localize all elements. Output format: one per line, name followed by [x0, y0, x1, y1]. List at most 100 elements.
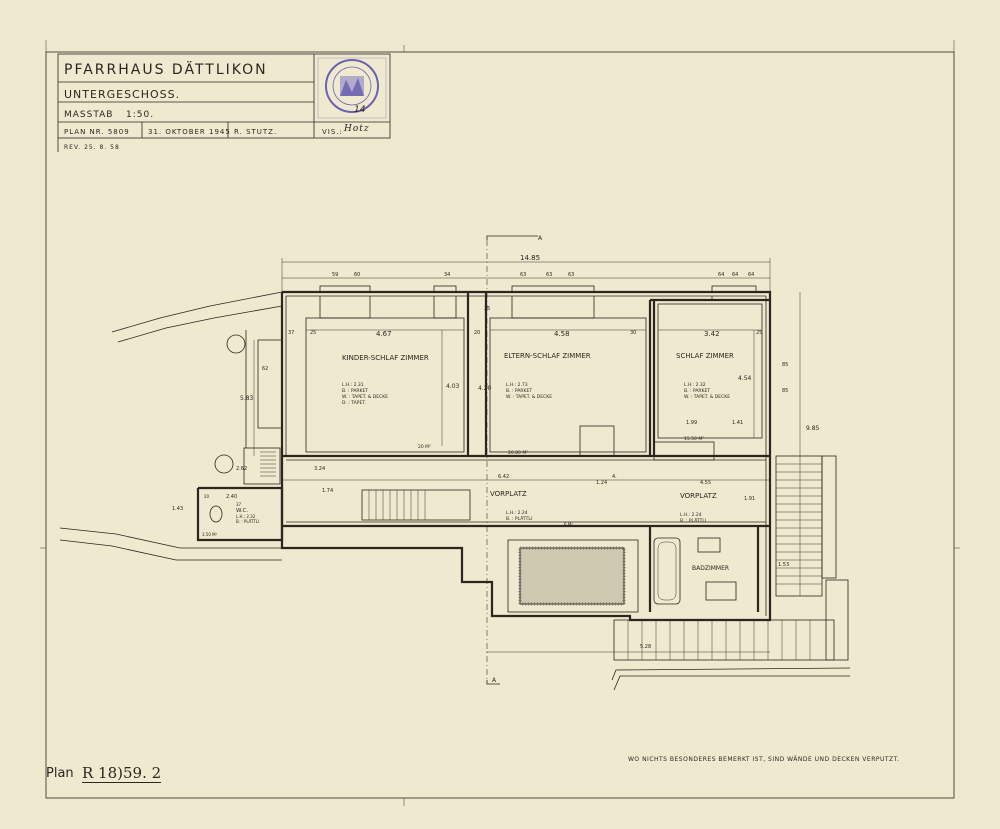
dim-top-mid-2: 63	[568, 272, 574, 278]
room-vorplatz-left-name: VORPLATZ	[490, 490, 527, 498]
archive-number: R 18)59. 2	[82, 764, 162, 783]
dim-top-right-1: 64	[732, 272, 738, 278]
dim-top-left-0: 59	[332, 272, 338, 278]
dim-corridor-6: 1.91	[744, 496, 755, 502]
dim-top-left-2: 34	[444, 272, 450, 278]
footnote: WO NICHTS BESONDERES BEMERKT IST, SIND W…	[628, 756, 900, 763]
room-wc-spec-0: L.H.: 2.32	[236, 514, 256, 519]
dim-top-left-1: 60	[354, 272, 360, 278]
dim-wc-4: 20	[204, 494, 210, 499]
room-vorplatz-left-spec-1: B. : PLÄTTLI	[506, 515, 532, 522]
dim-misc-2: 6 M²	[564, 522, 573, 527]
dim-wc-0: 2.62	[236, 466, 247, 472]
dim-misc-3: 62	[262, 366, 268, 372]
dim-corridor-3: 1.74	[322, 488, 333, 494]
visum-label: VIS.:	[322, 128, 343, 136]
room-kinder-name: KINDER-SCHLAF ZIMMER	[342, 354, 429, 362]
svg-text:A: A	[538, 235, 543, 242]
light-well	[507, 539, 639, 613]
room-vorplatz-right-spec-0: L.H.: 2.24	[680, 512, 702, 518]
plan-date: 31. OKTOBER 1945	[148, 128, 231, 136]
dimension-lines	[253, 258, 801, 653]
floor-name: UNTERGESCHOSS.	[64, 88, 181, 101]
wc-annex	[196, 339, 284, 542]
retaining-wall	[59, 291, 283, 561]
dim-top-right-2: 64	[748, 272, 754, 278]
dim-overall: 14.85	[520, 254, 540, 262]
partitions	[466, 292, 770, 612]
dim-right-vertical-2: 85	[782, 388, 788, 394]
dim-right-vertical-0: 9.85	[806, 425, 820, 432]
svg-text:A: A	[492, 677, 497, 684]
section-line-a: A A	[486, 235, 543, 685]
office-stamp: 14	[317, 57, 387, 119]
dim-corridor-7: 1.41	[732, 420, 743, 426]
dim-corridor-8: 1.99	[686, 420, 697, 426]
room-wc-name: W.C.	[236, 508, 248, 514]
room-eltern-spec-1: B. : PARKET	[506, 388, 532, 394]
room-kinder-spec-1: B. : PARKET	[342, 388, 368, 394]
exterior-steps	[611, 455, 851, 691]
dim-top-right-0: 64	[718, 272, 724, 278]
title-block-grid	[57, 53, 391, 152]
dim-right-vertical-1: 85	[782, 362, 788, 368]
room-kinder-depth: 4.03	[446, 383, 460, 390]
archive-prefix: Plan	[46, 766, 74, 781]
staircase	[361, 489, 471, 521]
room-schlaf-spec-0: L.H.: 2.32	[684, 382, 706, 388]
revision-note: REV. 25. 8. 58	[64, 144, 120, 151]
room-eltern-spec-0: L.H.: 2.73	[506, 382, 528, 388]
plan-author: R. STUTZ.	[234, 128, 278, 136]
bathroom-fixtures	[653, 537, 737, 605]
room-kinder-spec-3: D. : TAPET.	[342, 400, 366, 406]
room-vorplatz-right-spec-1: B. : PLÄTTLI	[680, 517, 706, 524]
room-schlaf-spec-2: W. : TAPET. & DECKE	[684, 394, 730, 400]
room-schlaf-depth: 4.54	[738, 375, 752, 382]
room-eltern-width: 4.58	[554, 330, 570, 338]
room-kinder-area: 20 M²	[418, 444, 431, 450]
room-eltern-depth: 4.20	[478, 385, 492, 392]
window-recesses	[319, 285, 757, 319]
dim-wall-1: 25	[310, 330, 316, 336]
dim-wc-2: 1.43	[172, 506, 183, 512]
room-kinder-spec-0: L.H.: 2.31	[342, 382, 364, 388]
room-kinder-width: 4.67	[376, 330, 392, 338]
dim-misc-0: 5.28	[640, 644, 651, 650]
room-vorplatz-left-spec-0: L.H.: 2.24	[506, 510, 528, 516]
room-eltern-area: 20.80 M²	[508, 450, 528, 456]
scale-label: MASSTAB	[64, 110, 114, 120]
dim-corridor-2: 3.24	[314, 466, 325, 472]
room-schlaf-name: SCHLAF ZIMMER	[676, 352, 734, 360]
room-bad-name: BADZIMMER	[692, 565, 729, 572]
svg-text:14: 14	[354, 105, 366, 115]
dim-wc-1: 2.40	[226, 494, 237, 500]
dim-corridor-1: 4.	[612, 474, 617, 480]
dim-corridor-5: 4.55	[700, 480, 711, 486]
plan-title: PFARRHAUS DÄTTLIKON	[64, 62, 268, 78]
room-schlaf-area: 15.50 M²	[684, 436, 704, 442]
dim-wall-2: 20	[474, 330, 480, 336]
dim-corridor-0: 6.42	[498, 474, 509, 480]
room-wc-area: 3.50 M²	[202, 532, 218, 537]
scale-value: 1:50.	[126, 110, 155, 120]
dim-top-mid-0: 63	[520, 272, 526, 278]
dim-wc-3: 37	[236, 502, 242, 507]
room-eltern-name: ELTERN-SCHLAF ZIMMER	[504, 352, 591, 360]
room-wc-spec-1: B. : PLÄTTLI	[236, 519, 259, 524]
room-schlaf-spec-1: B. : PARKET	[684, 388, 710, 394]
dim-misc-1: 1.53	[778, 562, 789, 568]
plan-number: PLAN NR. 5809	[64, 128, 130, 136]
dim-corridor-4: 1.24	[596, 480, 607, 486]
dim-top-mid-1: 63	[546, 272, 552, 278]
sheet-border	[45, 51, 955, 799]
room-eltern-spec-2: W. : TAPET. & DECKE	[506, 394, 552, 400]
dim-wall-3: 25	[484, 306, 490, 312]
dim-wall-4: 30	[630, 330, 636, 336]
room-kinder-spec-2: W. : TAPET. & DECKE	[342, 394, 388, 400]
dim-left-vertical: 5.83	[240, 395, 254, 402]
dim-wall-5: 25	[756, 330, 762, 336]
dim-wall-0: 37	[288, 330, 294, 336]
visum-signature: Hotz	[344, 124, 370, 134]
